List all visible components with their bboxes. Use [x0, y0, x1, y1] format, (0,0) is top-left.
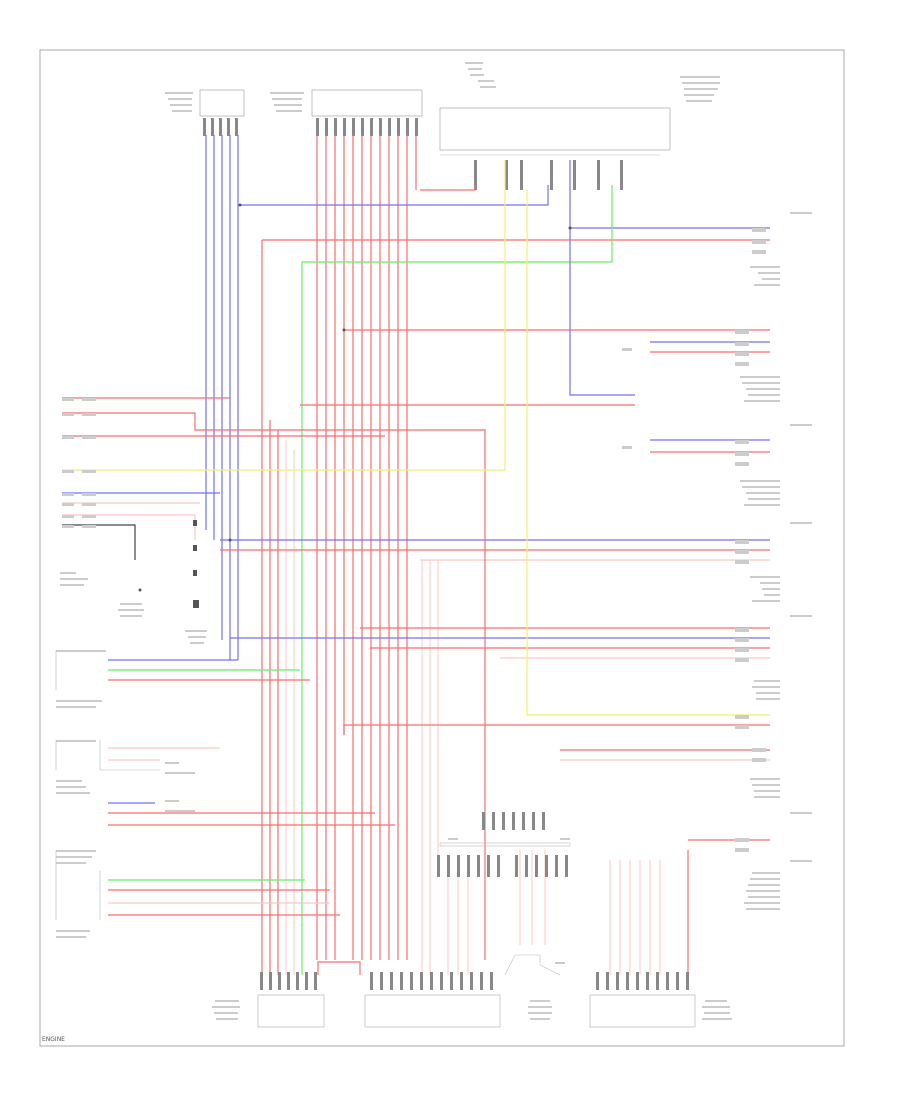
top-left-connector: [165, 89, 245, 136]
mid-connector-a: [482, 812, 545, 830]
top-middle-connector: [270, 89, 423, 136]
left-module-brackets: [55, 650, 160, 920]
top-right-connector: [439, 62, 720, 190]
red-vertical-wires: [261, 135, 417, 975]
horizontal-wires-left: [62, 160, 506, 960]
diagram-border: [39, 49, 845, 1047]
figure-id: ENGINE: [42, 1036, 65, 1043]
right-module-labels: [622, 212, 812, 910]
sensor-symbol: [193, 520, 199, 608]
splice-points: [138, 203, 572, 592]
horizontal-wires-top: [220, 160, 770, 975]
bottom-connector-1: [212, 972, 325, 1028]
bottom-middle-labels: [504, 954, 565, 1020]
left-module-labels: [56, 398, 207, 938]
mid-connector-b: [437, 838, 571, 877]
bottom-connector-3: [589, 972, 732, 1028]
pink-vertical-wires: [285, 440, 661, 975]
bottom-connector-2: [364, 972, 501, 1028]
horizontal-wires-middle: [108, 190, 770, 975]
